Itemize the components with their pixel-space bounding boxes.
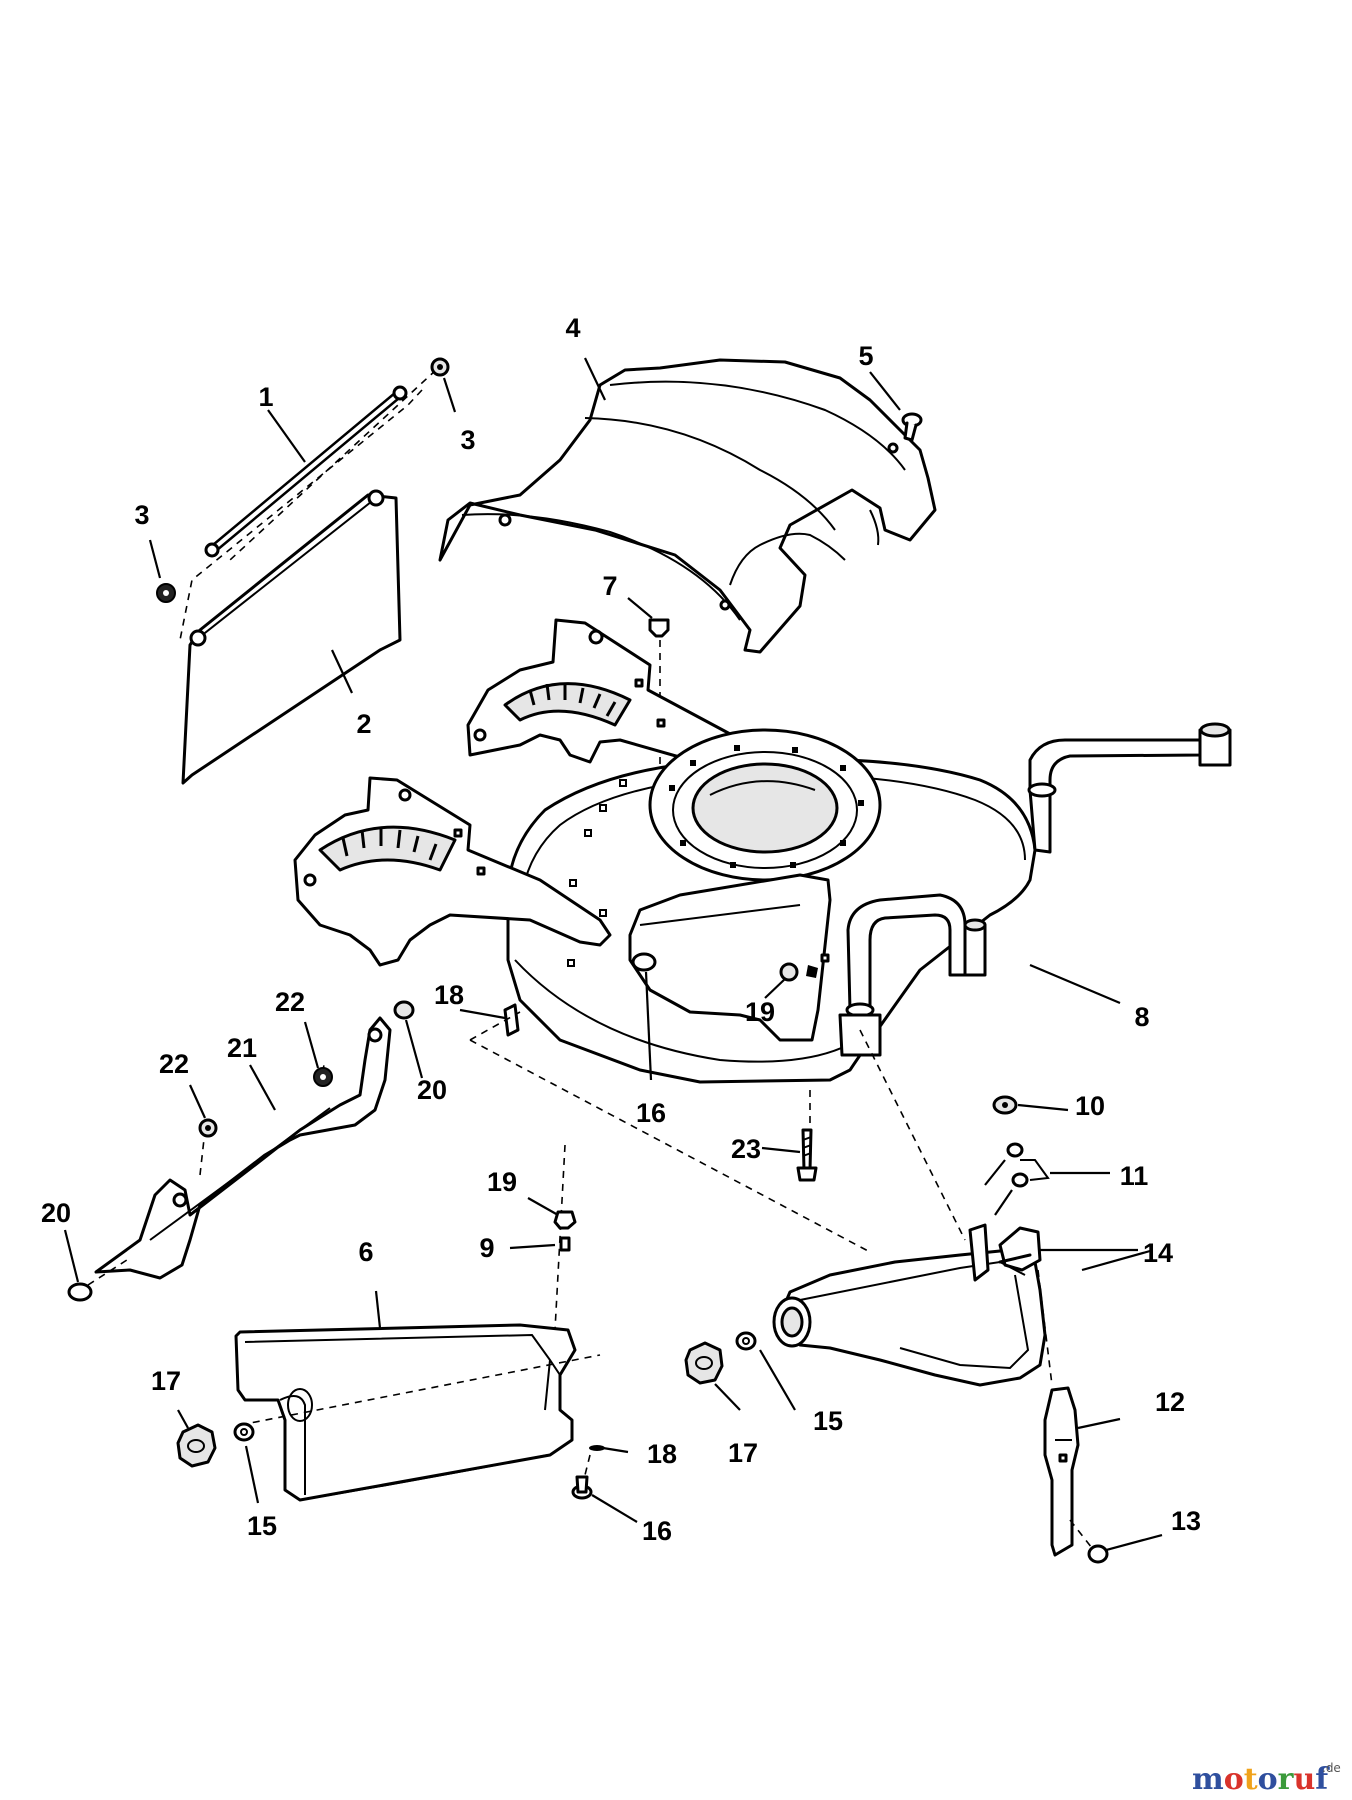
part-discharge-chute xyxy=(234,1323,577,1502)
part-clip-18-upper xyxy=(503,1003,520,1037)
watermark-letter: f xyxy=(1315,1762,1330,1797)
callout-18-upper: 18 xyxy=(434,980,464,1010)
watermark-brand: motoruf xyxy=(1192,1762,1330,1797)
callout-8: 8 xyxy=(1134,1002,1149,1032)
callout-3-top: 3 xyxy=(460,425,475,455)
part-side-plate-lower xyxy=(293,776,612,967)
part-washer-15-right xyxy=(735,1331,757,1351)
part-plug-20-top xyxy=(393,1000,415,1020)
callout-20-left: 20 xyxy=(41,1198,71,1228)
part-plug-20-bottom xyxy=(67,1282,93,1302)
callout-6: 6 xyxy=(358,1237,373,1267)
part-knob-17-right xyxy=(684,1341,724,1385)
part-flap xyxy=(181,489,402,785)
part-baffle xyxy=(628,873,832,1042)
watermark-letter: t xyxy=(1244,1762,1258,1797)
part-rear-cover xyxy=(438,358,937,654)
callout-12: 12 xyxy=(1155,1387,1185,1417)
callout-4: 4 xyxy=(565,313,580,343)
part-nut-10 xyxy=(992,1095,1018,1115)
callout-13: 13 xyxy=(1171,1506,1201,1536)
callout-11: 11 xyxy=(1120,1161,1149,1191)
watermark-suffix: .de xyxy=(1322,1761,1341,1775)
callout-16-upper: 16 xyxy=(636,1098,666,1128)
callout-9: 9 xyxy=(479,1233,494,1263)
part-bolt-23 xyxy=(796,1128,818,1182)
part-rod xyxy=(204,385,408,558)
part-knob-13 xyxy=(1087,1544,1109,1564)
part-door-14 xyxy=(772,1223,1047,1387)
part-clip-18-lower xyxy=(589,1445,605,1451)
part-bolt-7 xyxy=(648,618,670,638)
callout-7: 7 xyxy=(602,571,617,601)
callout-22-left: 22 xyxy=(159,1049,189,1079)
part-mower-deck xyxy=(506,722,1232,1084)
callout-labels: 1 2 3 3 4 5 6 7 8 9 10 11 12 13 14 15 15… xyxy=(41,313,1201,1546)
part-nut-left xyxy=(156,583,176,603)
part-washer-15-left xyxy=(233,1422,255,1442)
callout-14: 14 xyxy=(1143,1238,1173,1268)
part-nut-22-left xyxy=(198,1118,218,1138)
callout-2: 2 xyxy=(356,709,371,739)
callout-17-left: 17 xyxy=(151,1366,181,1396)
part-latch-12 xyxy=(1043,1386,1080,1557)
part-nut-22-right xyxy=(313,1067,333,1087)
callout-22-top: 22 xyxy=(275,987,305,1017)
watermark-letter: r xyxy=(1278,1762,1295,1797)
callout-5: 5 xyxy=(858,341,873,371)
watermark-letter: o xyxy=(1224,1762,1244,1797)
watermark-letter: o xyxy=(1258,1762,1278,1797)
part-spacer-9 xyxy=(559,1236,571,1252)
callout-17-right: 17 xyxy=(728,1438,758,1468)
callout-20-right: 20 xyxy=(417,1075,447,1105)
part-spring-11 xyxy=(984,1142,1050,1216)
watermark-logo: motoruf .de xyxy=(1192,1761,1341,1797)
leader-lines xyxy=(63,357,1163,1552)
callout-15-left: 15 xyxy=(247,1511,277,1541)
watermark-letter: u xyxy=(1293,1762,1315,1797)
part-bracket-21 xyxy=(94,1016,392,1280)
callout-10: 10 xyxy=(1075,1091,1105,1121)
part-nut-19-lower xyxy=(553,1210,577,1230)
callout-23: 23 xyxy=(731,1134,761,1164)
part-nut-19-upper xyxy=(779,953,830,982)
callout-21: 21 xyxy=(227,1033,257,1063)
callout-3-left: 3 xyxy=(134,500,149,530)
callout-19-upper: 19 xyxy=(745,997,775,1027)
watermark-letter: m xyxy=(1192,1762,1224,1797)
part-bolt-16-upper xyxy=(631,952,657,1081)
callout-15-right: 15 xyxy=(813,1406,843,1436)
callout-18-lower: 18 xyxy=(647,1439,677,1469)
callout-1: 1 xyxy=(258,382,273,412)
part-screw-5 xyxy=(901,412,923,442)
part-knob-17-left xyxy=(176,1423,217,1468)
part-bolt-16-lower xyxy=(571,1475,593,1500)
part-nut-top xyxy=(430,357,450,377)
callout-19-lower: 19 xyxy=(487,1167,517,1197)
callout-16-lower: 16 xyxy=(642,1516,672,1546)
